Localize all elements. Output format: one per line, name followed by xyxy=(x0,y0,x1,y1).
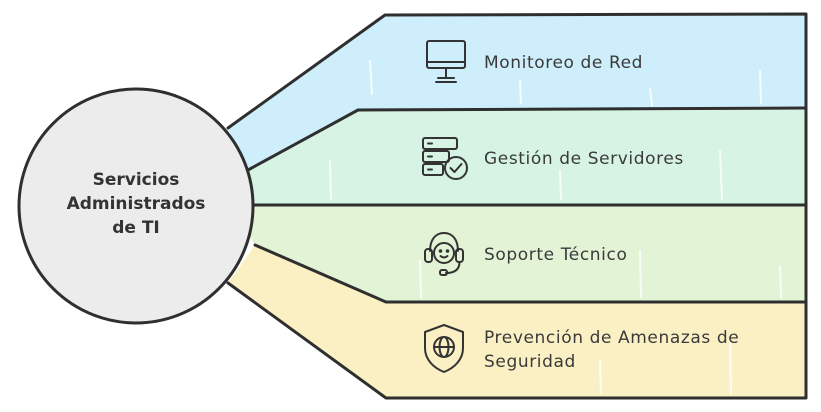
server-check-icon xyxy=(422,137,468,180)
band-monitoreo xyxy=(228,14,806,170)
label-gestion: Gestión de Servidores xyxy=(484,149,684,169)
monitor-icon xyxy=(426,40,466,83)
center-title: Servicios Administrados de TI xyxy=(46,168,226,240)
center-circle xyxy=(17,87,255,325)
band-soporte xyxy=(230,205,806,302)
label-monitoreo: Monitoreo de Red xyxy=(484,53,644,73)
label-prevencion-line: Seguridad xyxy=(484,352,576,372)
label-prevencion-line: Prevención de Amenazas de xyxy=(484,328,740,348)
band-prevencion xyxy=(228,245,806,398)
label-soporte: Soporte Técnico xyxy=(484,245,628,265)
band-gestion xyxy=(230,108,806,205)
center-title-line: Administrados xyxy=(66,194,206,214)
center-title-line: Servicios xyxy=(92,170,180,190)
shield-globe-icon xyxy=(424,324,464,373)
headset-support-icon xyxy=(424,232,464,276)
label-prevencion: Prevención de Amenazas de Seguridad xyxy=(484,326,739,374)
center-title-line: de TI xyxy=(112,218,160,238)
